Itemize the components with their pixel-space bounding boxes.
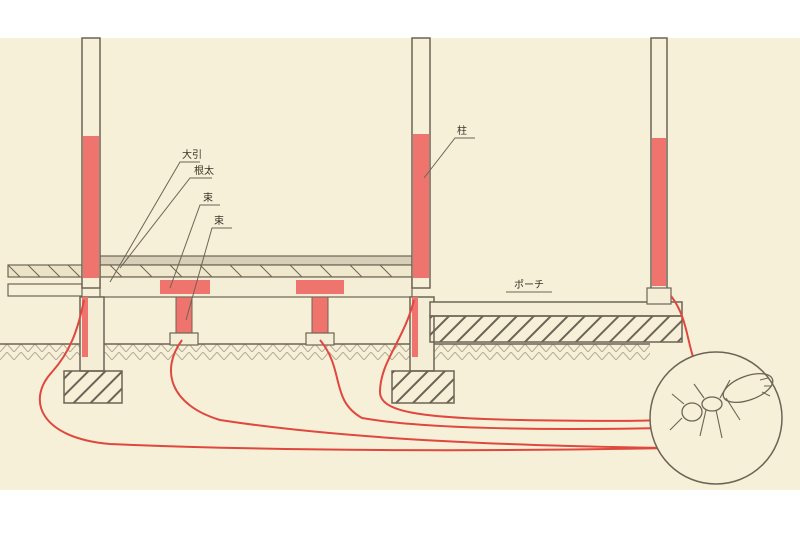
floor-deck: [99, 255, 413, 298]
left-floor-band: [7, 264, 83, 297]
porch-slab: [429, 301, 683, 343]
floor-post: [305, 296, 335, 346]
label-neda: 根太: [194, 164, 214, 177]
sill-beam-damaged: [160, 280, 210, 294]
label-tsukaishi: 束: [214, 215, 224, 227]
floor-post: [169, 296, 199, 346]
label-porch: ポーチ: [514, 279, 544, 291]
label-oobiki: 大引: [182, 148, 202, 161]
label-tsuka: 束: [203, 192, 213, 204]
column-right: [646, 37, 672, 305]
column-left: [63, 37, 123, 404]
leader-lines: [109, 137, 552, 321]
label-hashira: 柱: [457, 124, 467, 137]
termite-icon: [649, 351, 783, 485]
sill-beam-damaged: [296, 280, 344, 294]
